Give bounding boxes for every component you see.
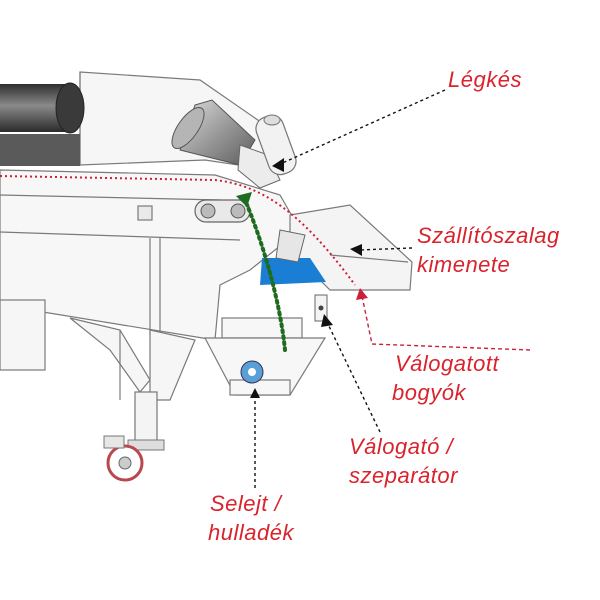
top-roller [255,114,297,176]
blue-panel [260,258,326,285]
reject-flow-path [243,198,287,352]
deflector [275,229,306,263]
leader-lines [254,89,446,488]
conveyor-drive [194,199,251,223]
leader-arrowheads [250,158,362,398]
label-reject-line1: Selejt / [210,491,282,516]
label-conveyor-outlet-line1: Szállítószalag [417,223,560,248]
label-sorter-line2: szeparátor [349,463,458,488]
hopper-roller [240,360,264,384]
reject-flow-arrowhead [236,192,252,207]
product-flow-path [0,175,356,286]
label-sorted-berries-line2: bogyók [392,380,466,405]
lower-frame [0,299,196,401]
label-sorter-line1: Válogató / [349,434,454,459]
reject-hopper [204,317,327,396]
leader-sorter [326,321,381,433]
air-knife-nozzle [171,99,281,189]
label-air-knife: Légkés [448,67,522,92]
leader-air-knife [277,89,446,166]
intake-tube [0,82,85,166]
label-conveyor-outlet-line2: kimenete [417,252,511,277]
caster-leg [103,391,165,482]
label-sorted-berries-line1: Válogatott [395,351,500,376]
leader-sorted-berries-arrowhead [356,288,368,300]
label-reject-line2: hulladék [208,520,294,545]
leader-sorted-berries [361,295,531,351]
